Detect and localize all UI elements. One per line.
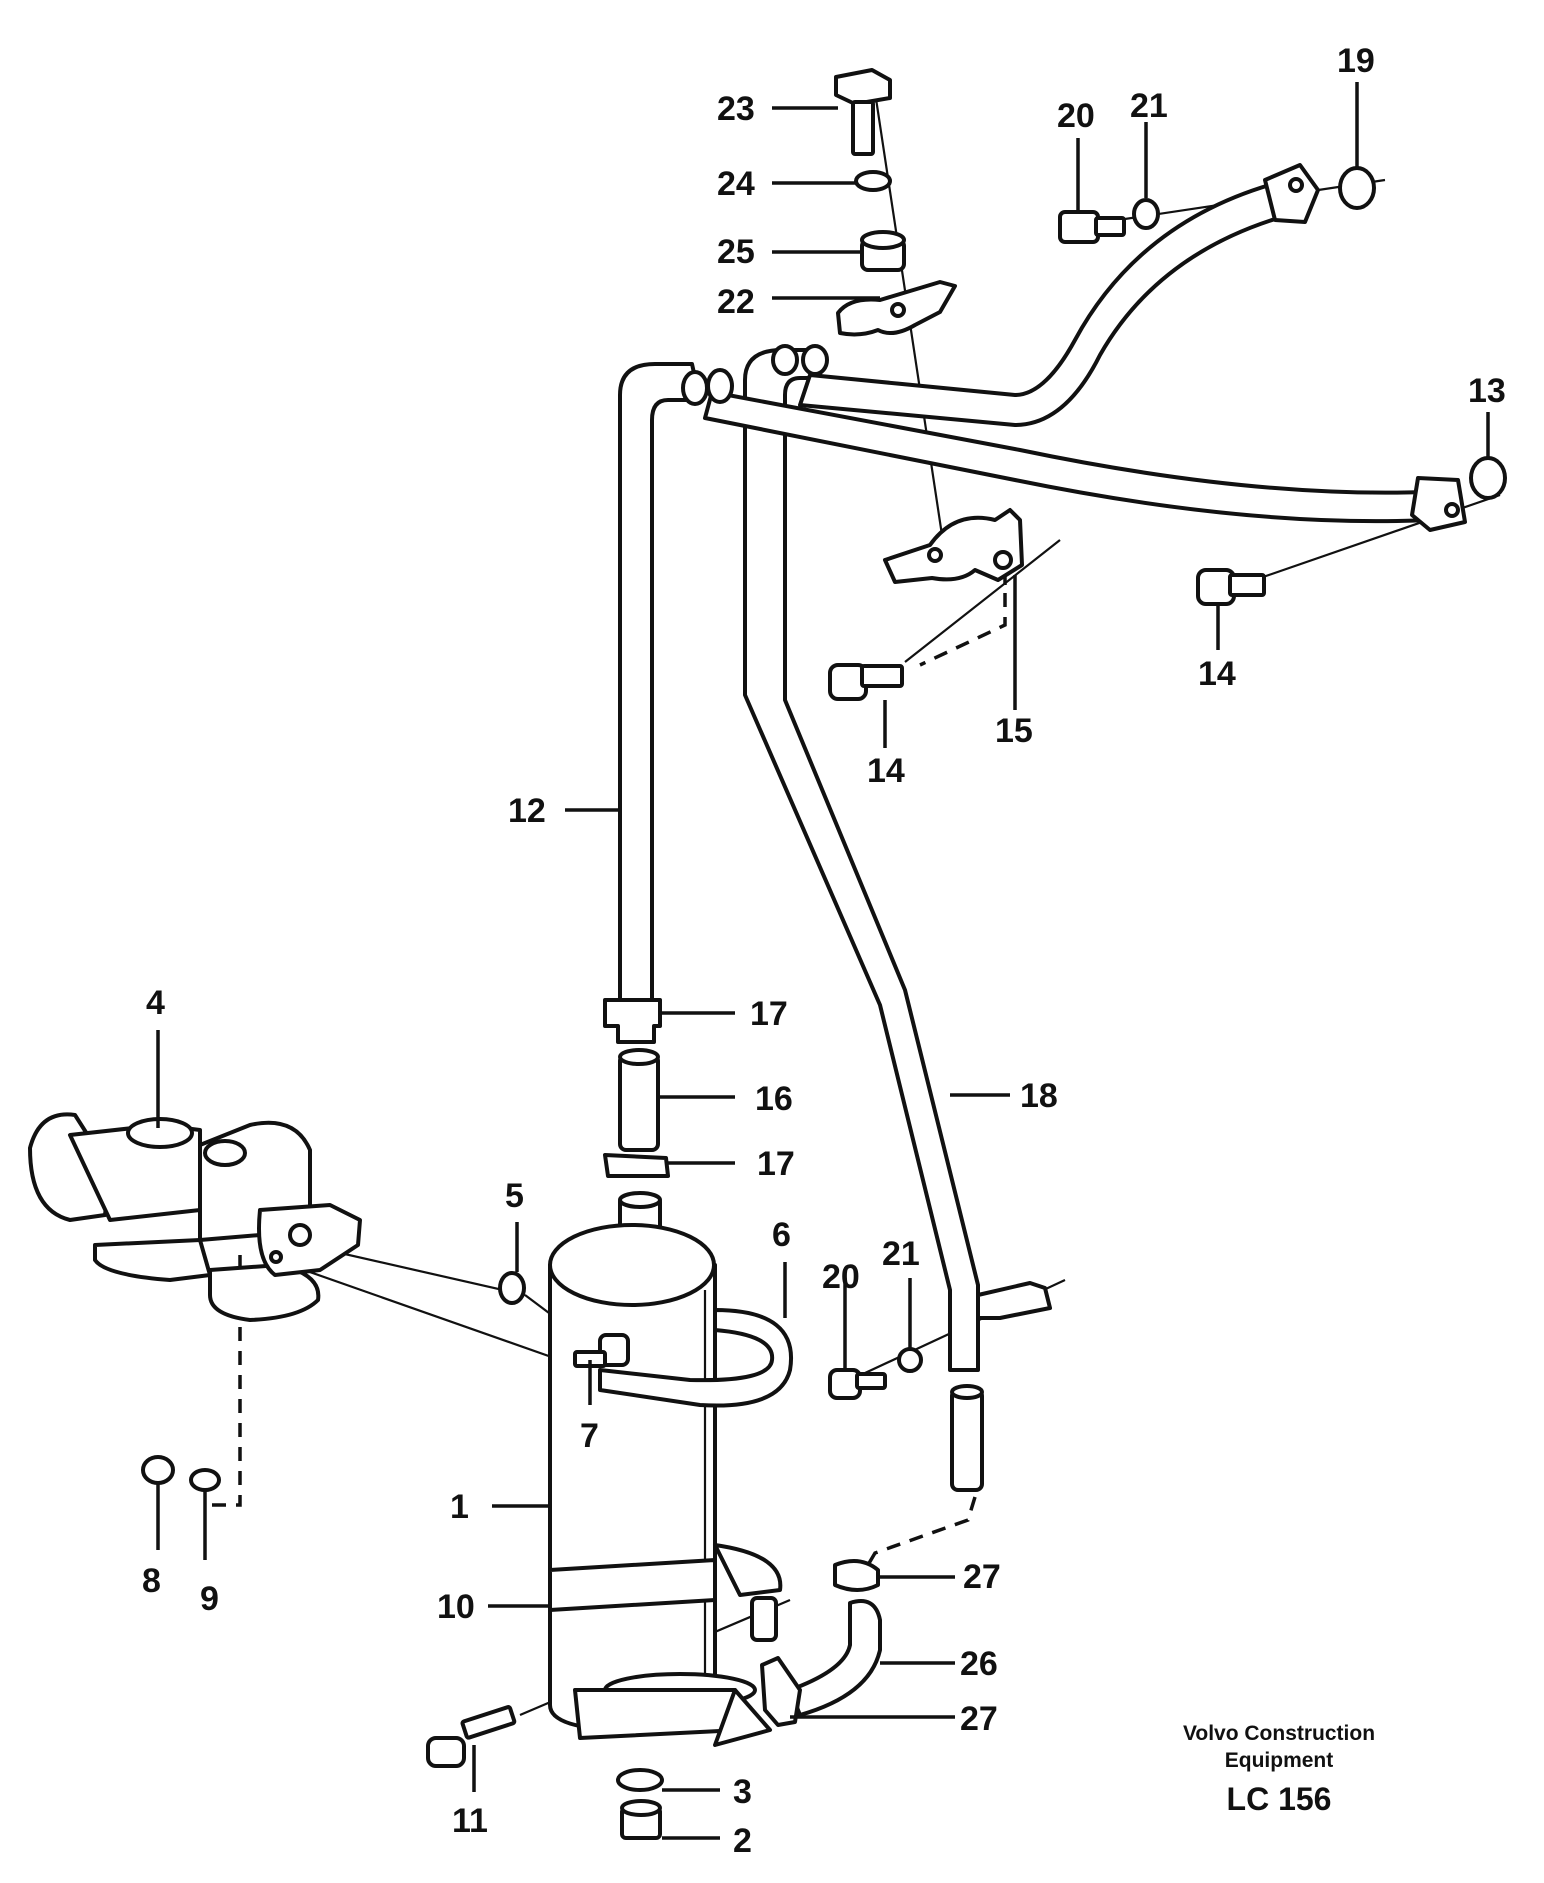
- pipe-ends: [681, 344, 829, 406]
- label-13: 13: [1468, 372, 1506, 410]
- label-24: 24: [717, 165, 755, 203]
- label-4: 4: [146, 984, 165, 1022]
- bushing-25: [860, 230, 906, 272]
- washer-9: [189, 1468, 221, 1492]
- washer-21-lower: [897, 1347, 923, 1373]
- pipe-18-bracket: [976, 1281, 1052, 1320]
- fitting-17-upper: [603, 998, 662, 1044]
- label-27-lower: 27: [960, 1700, 998, 1738]
- label-22: 22: [717, 283, 755, 321]
- hose-16: [618, 1048, 660, 1152]
- bolt-20-lower: [828, 1368, 887, 1400]
- label-18: 18: [1020, 1077, 1058, 1115]
- washer-5: [498, 1271, 526, 1305]
- washer-3: [616, 1768, 664, 1792]
- label-3: 3: [733, 1773, 752, 1811]
- washer-13: [1469, 456, 1507, 500]
- label-8: 8: [142, 1562, 161, 1600]
- pipe-12: [618, 362, 702, 1012]
- label-9: 9: [200, 1580, 219, 1618]
- label-23: 23: [717, 90, 755, 128]
- label-21-top: 21: [1130, 87, 1168, 125]
- caption-company-line2: Equipment: [1225, 1749, 1334, 1772]
- label-20-top: 20: [1057, 97, 1095, 135]
- bolt-20-top: [1058, 210, 1126, 244]
- bolt-23: [834, 68, 892, 156]
- banjo-fittings: [1263, 163, 1467, 532]
- caption-code: LC 156: [1227, 1781, 1332, 1817]
- caption-company: Volvo Construction: [1183, 1722, 1375, 1745]
- clamp-27-lower: [760, 1656, 802, 1727]
- label-21-lower: 21: [882, 1235, 920, 1273]
- hose-26: [788, 1599, 882, 1717]
- caption: Volvo Construction Equipment LC 156: [1183, 1722, 1375, 1817]
- label-12: 12: [508, 792, 546, 830]
- clamp-27-upper: [833, 1559, 880, 1592]
- washer-21-top: [1132, 198, 1160, 230]
- label-16: 16: [755, 1080, 793, 1118]
- label-7: 7: [580, 1417, 599, 1455]
- pipe-18: [743, 348, 980, 1372]
- label-20-lower: 20: [822, 1258, 860, 1296]
- clamp-band-10: [548, 1543, 783, 1747]
- clamp-15: [883, 508, 1024, 584]
- label-14-right: 14: [1198, 655, 1236, 693]
- fitting-17-lower: [603, 1153, 670, 1178]
- label-6: 6: [772, 1216, 791, 1254]
- label-19: 19: [1337, 42, 1375, 80]
- washer-19: [1338, 166, 1376, 210]
- label-27-upper: 27: [963, 1558, 1001, 1596]
- bracket-4: [28, 1112, 362, 1322]
- nut-8: [141, 1455, 175, 1485]
- assembly-lines: [269, 91, 1501, 1717]
- leader-lines: [156, 82, 1490, 1840]
- strap-6: [598, 1308, 794, 1408]
- label-25: 25: [717, 233, 755, 271]
- label-2: 2: [733, 1822, 752, 1860]
- label-15: 15: [995, 712, 1033, 750]
- filter-housing-1: [548, 1223, 717, 1732]
- label-26: 26: [960, 1645, 998, 1683]
- drain-plug-2: [620, 1799, 662, 1840]
- label-17-upper: 17: [750, 995, 788, 1033]
- label-5: 5: [505, 1177, 524, 1215]
- label-10: 10: [437, 1588, 475, 1626]
- part-labels: 1 2 3 4 5 6 7 8 9 10 11 12 13 14 14 15 1…: [142, 42, 1506, 1860]
- screw-11: [426, 1705, 517, 1768]
- bolt-14-right: [1196, 568, 1266, 606]
- label-11: 11: [452, 1802, 488, 1840]
- bolt-14-middle: [828, 663, 904, 701]
- label-17-lower: 17: [757, 1145, 795, 1183]
- washer-24: [854, 170, 892, 192]
- label-1: 1: [450, 1488, 469, 1526]
- label-14-middle: 14: [867, 752, 905, 790]
- pipe-13: [703, 390, 1430, 524]
- hose-18-joint: [950, 1384, 984, 1492]
